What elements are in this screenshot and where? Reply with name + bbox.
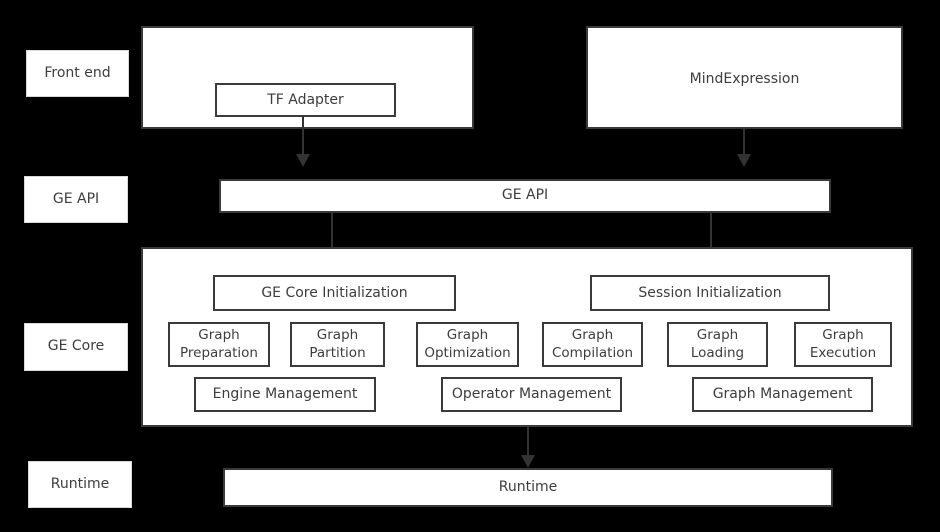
operator-management-label: Operator Management — [451, 386, 612, 403]
graph-preparation-label: Graph Preparation — [180, 326, 258, 361]
engine-management-box[interactable]: Engine Management — [194, 377, 376, 412]
ge-api-box-label: GE API — [501, 187, 549, 204]
arrowhead-ge-core-to-runtime — [521, 455, 535, 468]
connector-mindexpression-to-ge-api — [743, 129, 745, 158]
tf-adapter-label: TF Adapter — [267, 91, 344, 108]
layer-label-ge-api: GE API — [24, 176, 128, 223]
graph-management-label: Graph Management — [712, 386, 853, 403]
ge-core-container: GE Core Initialization Session Initializ… — [141, 247, 913, 427]
connector-ge-core-to-runtime — [527, 427, 529, 459]
tensorflow-container: Tensorflow TF Adapter — [141, 26, 474, 129]
session-initialization-box[interactable]: Session Initialization — [590, 275, 830, 311]
layer-label-front-end-text: Front end — [44, 64, 111, 81]
arrowhead-tf-adapter-to-ge-api — [296, 154, 310, 167]
ge-core-initialization-box[interactable]: GE Core Initialization — [213, 275, 456, 311]
graph-execution-label: Graph Execution — [809, 326, 877, 361]
layer-label-runtime: Runtime — [28, 461, 132, 508]
graph-compilation-label: Graph Compilation — [551, 326, 634, 361]
layer-label-ge-api-text: GE API — [52, 190, 100, 207]
connector-tf-adapter-to-ge-api — [302, 115, 304, 158]
runtime-box-label: Runtime — [498, 478, 558, 495]
ge-api-box[interactable]: GE API — [219, 179, 831, 213]
graph-loading-label: Graph Loading — [690, 326, 745, 361]
graph-partition-box[interactable]: Graph Partition — [290, 322, 385, 367]
runtime-box[interactable]: Runtime — [223, 468, 833, 507]
mindexpression-container: MindExpression — [586, 26, 903, 129]
layer-label-ge-core: GE Core — [24, 323, 128, 371]
connector-ge-api-to-session-init — [710, 212, 712, 265]
operator-management-box[interactable]: Operator Management — [441, 377, 622, 412]
graph-loading-box[interactable]: Graph Loading — [667, 322, 768, 367]
graph-optimization-box[interactable]: Graph Optimization — [416, 322, 519, 367]
graph-preparation-box[interactable]: Graph Preparation — [168, 322, 270, 367]
graph-partition-label: Graph Partition — [309, 326, 366, 361]
connector-ge-api-to-ge-core-init — [331, 212, 333, 265]
engine-management-label: Engine Management — [212, 386, 358, 403]
graph-compilation-box[interactable]: Graph Compilation — [542, 322, 643, 367]
graph-optimization-label: Graph Optimization — [424, 326, 511, 361]
arrowhead-mindexpression-to-ge-api — [737, 154, 751, 167]
graph-execution-box[interactable]: Graph Execution — [794, 322, 892, 367]
layer-label-front-end: Front end — [26, 50, 129, 97]
session-initialization-label: Session Initialization — [638, 284, 782, 301]
graph-management-box[interactable]: Graph Management — [692, 377, 873, 412]
layer-label-runtime-text: Runtime — [50, 475, 110, 492]
layer-label-ge-core-text: GE Core — [47, 338, 105, 355]
mindexpression-title: MindExpression — [689, 71, 800, 87]
ge-core-initialization-label: GE Core Initialization — [261, 284, 408, 301]
tf-adapter-box[interactable]: TF Adapter — [215, 83, 396, 117]
